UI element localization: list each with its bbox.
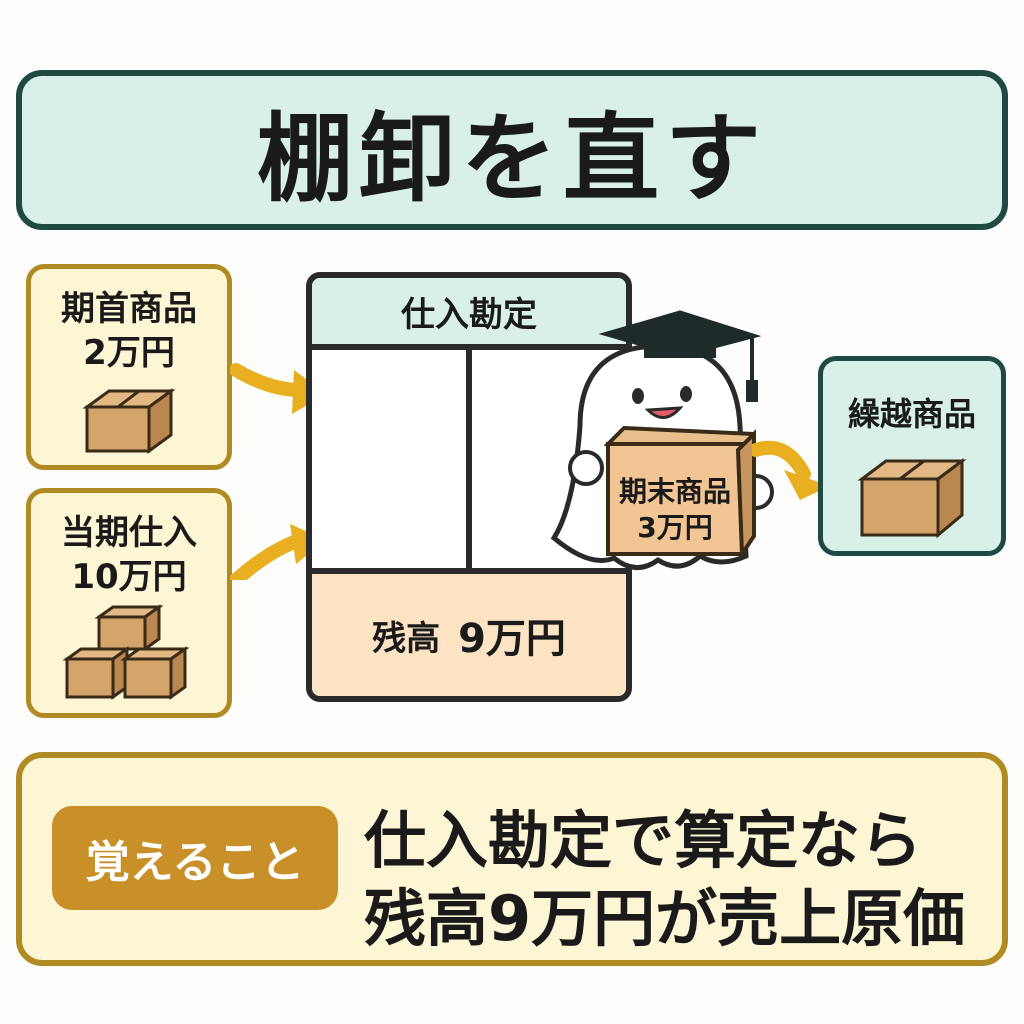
box-icon [604,425,756,558]
purchases-name: 当期仕入 [61,513,197,553]
arrow-icon [230,363,307,397]
purchases-card: 当期仕入 10万円 [26,488,232,718]
ledger-divider [466,350,472,568]
opening-inventory-card: 期首商品 2万円 [26,264,232,470]
page-title: 棚卸を直す [257,102,767,215]
ledger-balance-label: 残高 [372,618,441,659]
arrow-head [784,470,830,500]
opening-inventory-amount: 2万円 [83,333,175,373]
graduation-cap-icon [598,310,762,402]
ending-inventory-box: 期末商品 3万円 [604,424,756,558]
ending-inventory-name: 期末商品 [618,475,731,508]
stacked-boxes-icon [62,604,190,700]
purchases-amount: 10万円 [71,557,187,597]
box-icon [857,458,967,539]
ending-inventory-amount: 3万円 [637,511,713,544]
ledger-balance: 残高 9万円 [312,568,626,696]
arrow-to-carryover [752,440,830,500]
arrow-icon [752,440,811,481]
arrow-icon [230,533,307,580]
carryover-card: 繰越商品 [818,356,1006,556]
box-icon [82,388,176,454]
opening-inventory-name: 期首商品 [61,289,197,329]
title-banner: 棚卸を直す [16,70,1008,230]
memo-line-2: 残高9万円が売上原価 [364,882,966,955]
memo-line-1: 仕入勘定で算定なら [364,804,923,877]
carryover-label: 繰越商品 [847,395,976,433]
ledger-header: 仕入勘定 [312,278,626,350]
ledger-balance-amount: 9万円 [458,616,566,662]
memo-badge: 覚えること [52,806,338,910]
